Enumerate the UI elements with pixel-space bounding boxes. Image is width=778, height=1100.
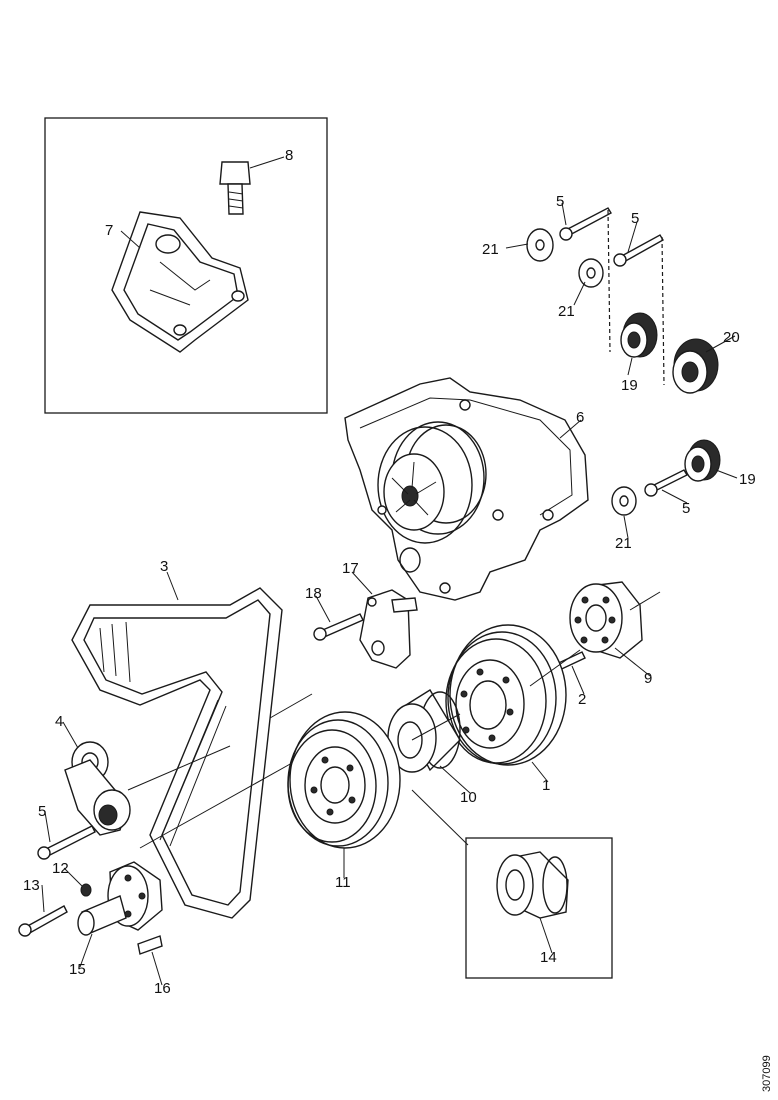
bracket-17 bbox=[359, 589, 418, 669]
bolt-5-top-a bbox=[559, 207, 612, 241]
callout-1: 1 bbox=[542, 777, 550, 794]
callout-5-top-a: 5 bbox=[556, 193, 564, 210]
pulley-11 bbox=[287, 711, 401, 849]
callout-5-left: 5 bbox=[38, 803, 46, 820]
callout-7: 7 bbox=[105, 222, 113, 239]
callout-21-top-b: 21 bbox=[558, 303, 575, 320]
callout-13: 13 bbox=[23, 877, 40, 894]
washer-21-top-b bbox=[578, 258, 604, 288]
inset-leader-line bbox=[411, 789, 469, 846]
inset-frame-bracket bbox=[44, 117, 328, 414]
callout-12: 12 bbox=[52, 860, 69, 877]
centerline-belt bbox=[269, 693, 313, 719]
callout-16: 16 bbox=[154, 980, 171, 997]
idler-pulley-19-right bbox=[684, 439, 721, 482]
water-pump-housing-6 bbox=[344, 377, 589, 601]
bolt-18 bbox=[313, 613, 364, 641]
spacer-14 bbox=[496, 851, 569, 919]
spacer-10 bbox=[387, 689, 461, 773]
key-16 bbox=[137, 935, 163, 955]
callout-14: 14 bbox=[540, 949, 557, 966]
damper-9 bbox=[569, 581, 643, 659]
bolt-5-left bbox=[37, 825, 96, 860]
bolt-5-right bbox=[644, 469, 688, 497]
callout-8: 8 bbox=[285, 147, 293, 164]
callout-21-top-a: 21 bbox=[482, 241, 499, 258]
callout-17: 17 bbox=[342, 560, 359, 577]
bolt-13 bbox=[18, 905, 68, 937]
drawing-code: 307099 bbox=[761, 1055, 773, 1092]
tensioner-4 bbox=[64, 741, 131, 836]
callout-5-top-b: 5 bbox=[631, 210, 639, 227]
callout-6: 6 bbox=[576, 409, 584, 426]
callout-20: 20 bbox=[723, 329, 740, 346]
callout-9: 9 bbox=[644, 670, 652, 687]
bracket-7 bbox=[111, 211, 249, 353]
callout-18: 18 bbox=[305, 585, 322, 602]
washer-12 bbox=[80, 883, 92, 897]
callout-19-right: 19 bbox=[739, 471, 756, 488]
inset-frame-spacer bbox=[465, 837, 613, 979]
bolt-8 bbox=[219, 161, 251, 215]
washer-21-top-a bbox=[526, 228, 554, 262]
crankshaft-pulley-1 bbox=[445, 624, 567, 766]
alignment-line-a bbox=[607, 209, 611, 353]
leader-lines bbox=[41, 156, 738, 986]
callout-11: 11 bbox=[335, 874, 351, 891]
alignment-line-b bbox=[661, 236, 665, 386]
idler-pulley-19-top bbox=[620, 312, 658, 358]
callout-5-right: 5 bbox=[682, 500, 690, 517]
idler-pulley-20 bbox=[672, 338, 719, 394]
callout-19-top: 19 bbox=[621, 377, 638, 394]
callout-2: 2 bbox=[578, 691, 586, 708]
centerline-main bbox=[139, 591, 661, 849]
drive-belt-3 bbox=[71, 587, 283, 919]
hub-15 bbox=[77, 861, 163, 936]
callout-4: 4 bbox=[55, 713, 63, 730]
callout-15: 15 bbox=[69, 961, 86, 978]
callout-21-right: 21 bbox=[615, 535, 632, 552]
bolt-5-top-b bbox=[613, 234, 664, 267]
washer-21-right bbox=[611, 486, 637, 516]
callout-10: 10 bbox=[460, 789, 477, 806]
callout-3: 3 bbox=[160, 558, 168, 575]
centerline-tensioner bbox=[127, 745, 231, 791]
